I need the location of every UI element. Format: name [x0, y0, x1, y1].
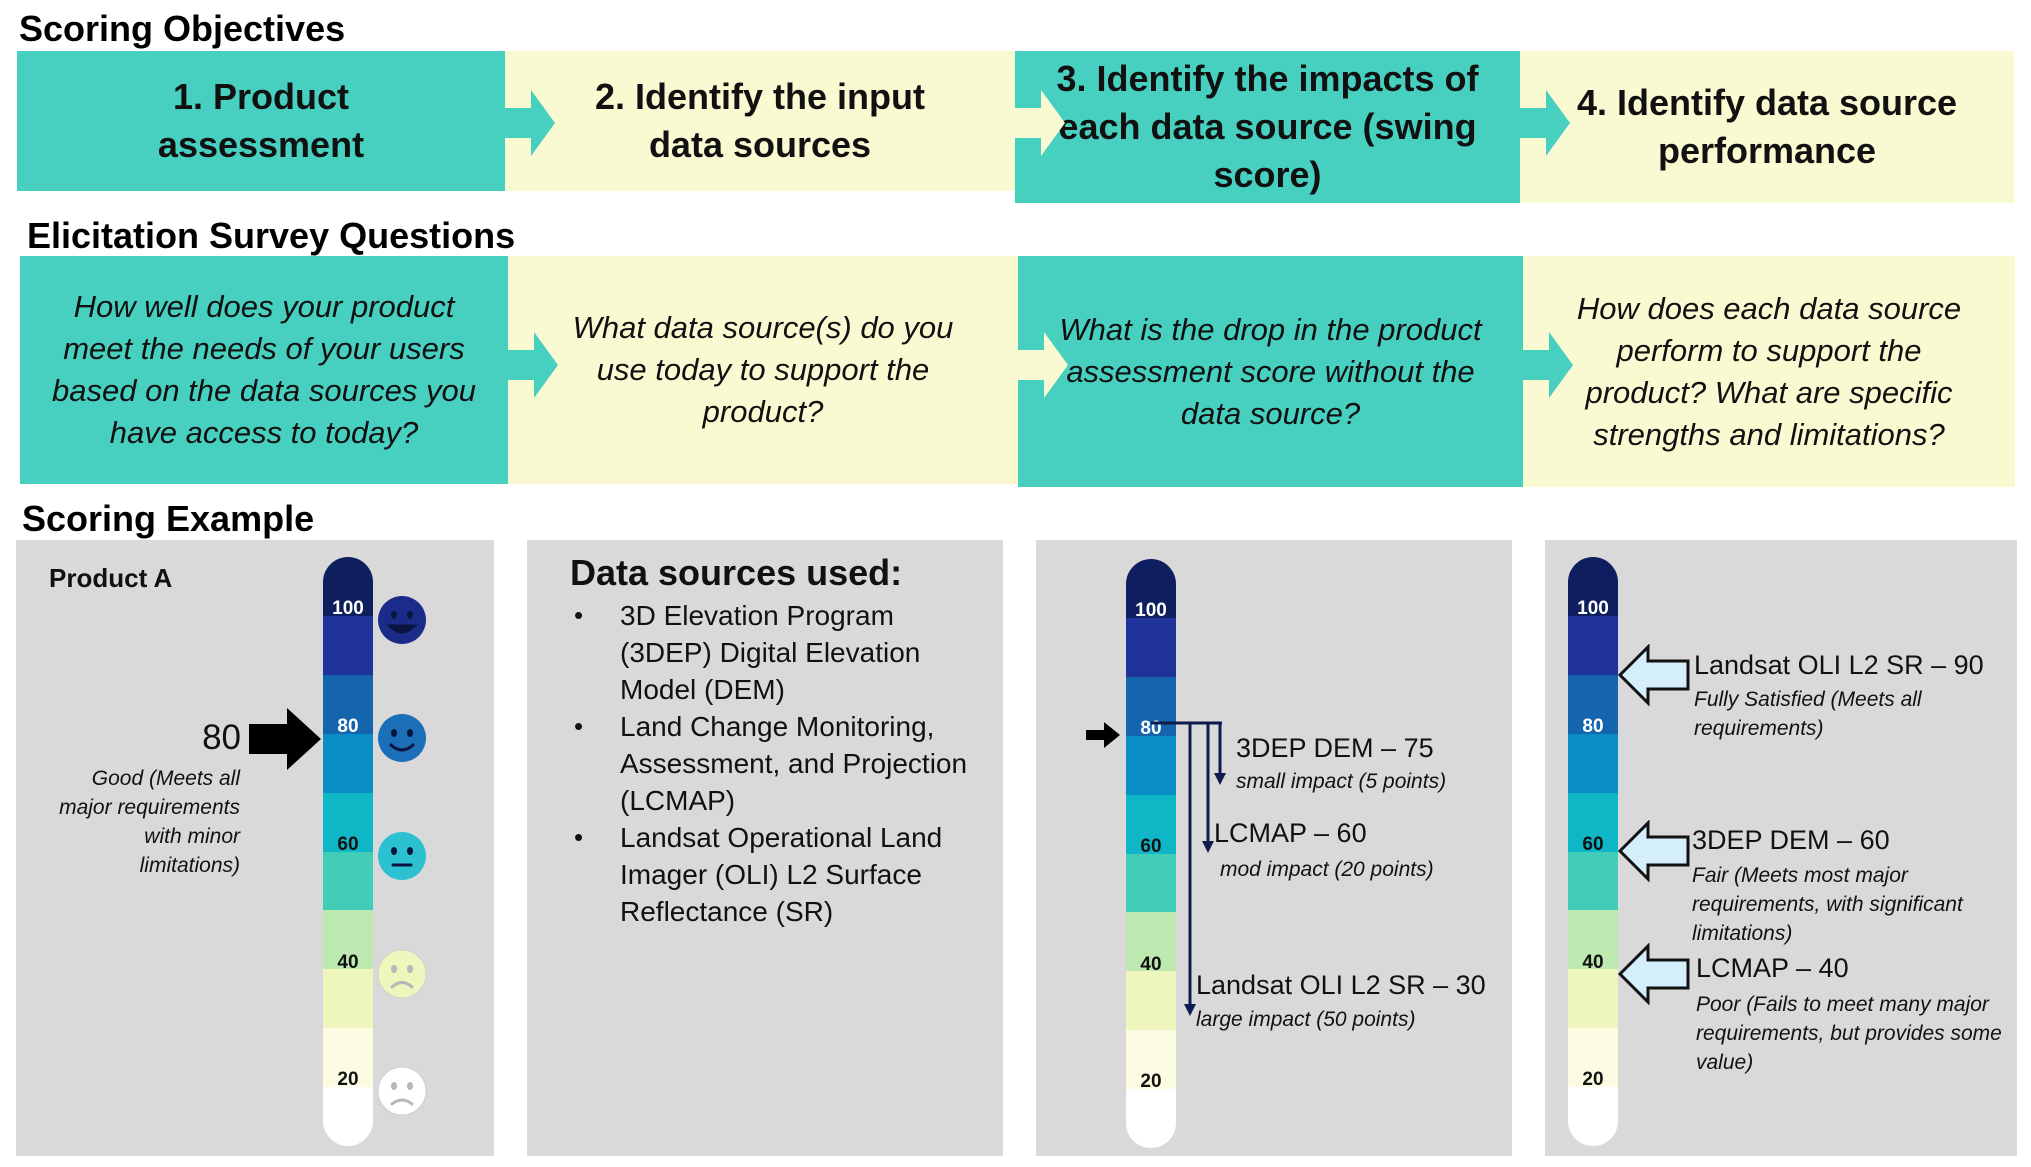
performance-note-dem: Fair (Meets most major requirements, wit…: [1692, 864, 1963, 945]
impact-note-dem: small impact (5 points): [1236, 770, 1447, 793]
scale-band: [1126, 735, 1176, 796]
scale-band: [1126, 794, 1176, 855]
impact-label-dem: 3DEP DEM – 75: [1236, 733, 1434, 763]
happy-face-icon: [378, 714, 426, 763]
scale-tick-60: 60: [1582, 833, 1604, 855]
scale-band: [1568, 910, 1618, 971]
baseline-pointer-arrow-icon: [1086, 722, 1120, 748]
scale-tick-40: 40: [1140, 953, 1162, 975]
scale-band: [1126, 912, 1176, 973]
scale-tick-100: 100: [1577, 598, 1609, 620]
performance-note-lcmap: Poor (Fails to meet many major requireme…: [1696, 993, 2002, 1074]
sad-face-icon: [377, 949, 427, 999]
question-2: What data source(s) do you use today to …: [508, 256, 1018, 484]
performance-pointer-arrow-icon: [1618, 820, 1690, 882]
scale-band: [1568, 615, 1618, 676]
scale-tick-80: 80: [1582, 716, 1604, 738]
example-panel-impacts: [1036, 540, 1512, 1156]
data-sources-title: Data sources used:: [570, 552, 903, 593]
flow-arrow-icon: [1519, 332, 1573, 398]
scale-band: [323, 615, 373, 676]
data-sources-list: 3D Elevation Program (3DEP) Digital Elev…: [570, 597, 990, 930]
scale-band: [1126, 853, 1176, 914]
data-source-item: 3D Elevation Program (3DEP) Digital Elev…: [570, 597, 990, 708]
scale-tick-80: 80: [337, 716, 359, 738]
scale-tick-40: 40: [1582, 951, 1604, 973]
product-score-text: Good (Meets all major requirements with …: [59, 767, 240, 877]
scale-band: [1568, 557, 1618, 617]
scale-band: [1568, 1087, 1618, 1146]
scale-tick-60: 60: [337, 833, 359, 855]
performance-note-landsat: Fully Satisfied (Meets all requirements): [1694, 688, 1922, 740]
elicitation-questions-title: Elicitation Survey Questions: [27, 215, 516, 256]
question-4: How does each data source perform to sup…: [1523, 256, 2015, 487]
flow-arrow-icon: [1011, 90, 1065, 156]
scale-band: [1126, 559, 1176, 619]
product-name: Product A: [49, 563, 173, 593]
scoring-objectives-title: Scoring Objectives: [19, 8, 346, 49]
performance-label-dem: 3DEP DEM – 60: [1692, 825, 1890, 855]
impact-note-lcmap: mod impact (20 points): [1220, 858, 1434, 881]
scale-tick-100: 100: [332, 598, 364, 620]
scale-band: [323, 851, 373, 912]
question-3: What is the drop in the product assessme…: [1018, 256, 1523, 487]
neutral-face-icon: [378, 831, 426, 880]
data-source-item: Landsat Operational Land Imager (OLI) L2…: [570, 819, 990, 930]
scale-tick-40: 40: [337, 951, 359, 973]
objective-3: 3. Identify the impacts of each data sou…: [1015, 51, 1520, 203]
scale-band: [323, 557, 373, 617]
scale-band: [1568, 851, 1618, 912]
objective-1: 1. Product assessment: [17, 51, 505, 191]
scale-tick-20: 20: [1140, 1071, 1162, 1093]
question-1: How well does your product meet the need…: [20, 256, 508, 484]
impact-arrowhead-icon: [1202, 841, 1214, 853]
performance-label-lcmap: LCMAP – 40: [1696, 953, 1849, 983]
scale-band: [1126, 971, 1176, 1032]
scale-band: [1568, 733, 1618, 794]
very-happy-face-icon: [378, 596, 426, 645]
scale-band: [1568, 1028, 1618, 1089]
scoring-example-title: Scoring Example: [22, 498, 315, 539]
score-pointer-arrow-icon: [249, 708, 321, 770]
scale-band: [1126, 676, 1176, 737]
scale-band: [323, 792, 373, 853]
scale-band: [1126, 1030, 1176, 1091]
scale-tick-20: 20: [1582, 1069, 1604, 1091]
impact-arrowhead-icon: [1184, 1004, 1196, 1016]
scale-band: [323, 1087, 373, 1146]
scale-band: [323, 1028, 373, 1089]
scale-tick-20: 20: [337, 1069, 359, 1091]
flow-arrow-icon: [1516, 90, 1570, 156]
scale-band: [323, 969, 373, 1030]
scale-band: [323, 910, 373, 971]
scale-band: [323, 674, 373, 735]
score-scale-bar: 100 80 60 40 20: [323, 557, 373, 1146]
performance-pointer-arrow-icon: [1618, 943, 1690, 1005]
performance-scale-bar: 100 80 60 40 20: [1568, 557, 1618, 1146]
scale-tick-60: 60: [1140, 835, 1162, 857]
worried-face-icon: [377, 1066, 427, 1116]
flow-arrow-icon: [504, 332, 558, 398]
scale-band: [1568, 969, 1618, 1030]
performance-label-landsat: Landsat OLI L2 SR – 90: [1694, 650, 1984, 680]
impact-label-landsat: Landsat OLI L2 SR – 30: [1196, 970, 1486, 1000]
impact-note-landsat: large impact (50 points): [1196, 1008, 1416, 1031]
scale-band: [1126, 1089, 1176, 1148]
scale-band: [1568, 674, 1618, 735]
objective-2: 2. Identify the input data sources: [505, 51, 1015, 191]
performance-pointer-arrow-icon: [1618, 644, 1690, 706]
impact-arrowhead-icon: [1214, 773, 1226, 785]
product-score: 80: [202, 718, 241, 757]
data-source-item: Land Change Monitoring, Assessment, and …: [570, 708, 990, 819]
scale-tick-100: 100: [1135, 600, 1167, 622]
objective-4: 4. Identify data source performance: [1520, 51, 2014, 203]
impact-drop-lines: [1151, 721, 1226, 1016]
flow-arrow-icon: [1014, 332, 1068, 398]
scale-band: [323, 733, 373, 794]
scale-band: [1126, 617, 1176, 678]
scale-band: [1568, 792, 1618, 853]
impact-label-lcmap: LCMAP – 60: [1214, 818, 1367, 848]
flow-arrow-icon: [501, 90, 555, 156]
